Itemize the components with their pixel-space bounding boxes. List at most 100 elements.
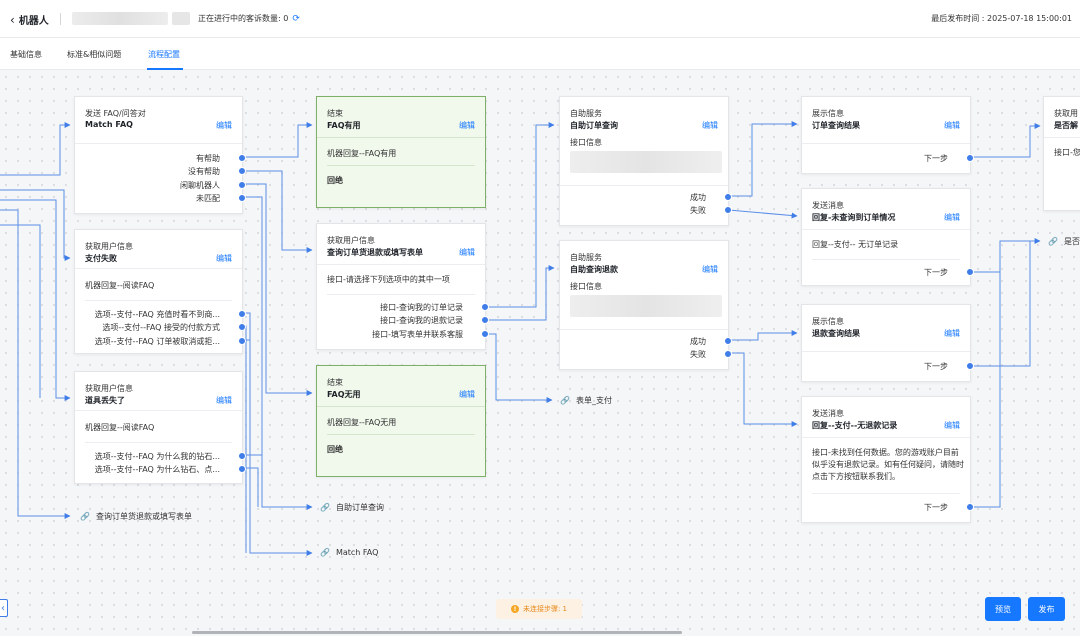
- output-port[interactable]: [724, 206, 732, 214]
- edit-button[interactable]: 编辑: [216, 396, 232, 405]
- output-label: 失败: [690, 350, 706, 359]
- node-body: 机器回复--FAQ无用: [327, 418, 397, 427]
- edit-button[interactable]: 编辑: [702, 121, 718, 130]
- tab-flow-config[interactable]: 流程配置: [148, 50, 180, 59]
- preview-button[interactable]: 预览: [985, 597, 1021, 621]
- tab-basic-info[interactable]: 基础信息: [10, 50, 42, 59]
- node-msg-no-refund[interactable]: 发送消息 回复--支付--无退款记录 编辑 接口-未找到任何数据。您的游戏账户目…: [801, 396, 974, 523]
- output-label: 接口-查询我的退款记录: [380, 316, 463, 325]
- output-port[interactable]: [238, 337, 246, 345]
- refresh-icon[interactable]: ⟳: [292, 13, 300, 24]
- divider: [327, 294, 475, 295]
- node-body: 机器回复--阅读FAQ: [85, 281, 155, 290]
- node-match-faq[interactable]: 发送 FAQ/问答对 Match FAQ 编辑 有帮助 没有帮助 闲聊机器人 未…: [74, 96, 246, 214]
- divider: [812, 493, 960, 494]
- output-port[interactable]: [238, 154, 246, 162]
- edit-button[interactable]: 编辑: [216, 121, 232, 130]
- divider: [317, 137, 485, 138]
- link-query-order-form[interactable]: 🔗查询订单货退款或填写表单: [80, 511, 192, 522]
- output-port[interactable]: [238, 167, 246, 175]
- divider: [802, 437, 970, 438]
- link-icon: 🔗: [320, 548, 330, 557]
- edit-button[interactable]: 编辑: [216, 254, 232, 263]
- unconnected-warning[interactable]: ! 未连接步骤: 1: [496, 599, 582, 619]
- node-type: 获取用户信息: [85, 242, 133, 251]
- output-port[interactable]: [238, 465, 246, 473]
- node-query-order[interactable]: 获取用户信息 查询订单货退款或填写表单 编辑 接口-请选择下列选项中的其中一项 …: [316, 223, 489, 350]
- edit-button[interactable]: 编辑: [944, 213, 960, 222]
- output-label: 失败: [690, 206, 706, 215]
- node-title: 自助订单查询: [570, 121, 618, 130]
- node-body: 接口-请选择下列选项中的其中一项: [327, 275, 450, 284]
- output-port[interactable]: [238, 323, 246, 331]
- output-label: 选项--支付--FAQ 接受的付款方式: [102, 323, 220, 332]
- output-port[interactable]: [724, 350, 732, 358]
- link-match-faq[interactable]: 🔗Match FAQ: [320, 548, 378, 557]
- next-step-label: 下一步: [924, 268, 948, 277]
- edit-button[interactable]: 编辑: [459, 390, 475, 399]
- link-icon: 🔗: [320, 503, 330, 512]
- output-port[interactable]: [724, 193, 732, 201]
- output-label: 未匹配: [196, 194, 220, 203]
- output-port[interactable]: [966, 503, 974, 511]
- link-form-pay[interactable]: 🔗表单_支付: [560, 395, 612, 406]
- top-bar: ‹ 机器人 正在进行中的客诉数量: 0 ⟳ 最后发布时间 : 2025-07-1…: [0, 0, 1080, 38]
- chevron-left-icon: ‹: [10, 12, 15, 27]
- node-self-order-query[interactable]: 自助服务 自助订单查询 编辑 接口信息 成功 失败: [559, 96, 732, 226]
- warning-icon: !: [510, 605, 519, 613]
- edit-button[interactable]: 编辑: [702, 265, 718, 274]
- link-self-order[interactable]: 🔗自助订单查询: [320, 502, 384, 513]
- output-label: 选项--支付--FAQ 为什么钻石、点...: [94, 465, 220, 474]
- back-button[interactable]: ‹ 机器人: [10, 12, 49, 28]
- edit-button[interactable]: 编辑: [944, 121, 960, 130]
- node-show-order-result[interactable]: 展示信息 订单查询结果 编辑 下一步: [801, 96, 974, 174]
- link-partial[interactable]: 🔗是否: [1048, 236, 1080, 247]
- node-body: 机器回复--阅读FAQ: [85, 423, 155, 432]
- output-port[interactable]: [481, 316, 489, 324]
- horizontal-scrollbar[interactable]: [192, 631, 682, 634]
- divider: [75, 410, 242, 411]
- node-pay-fail[interactable]: 获取用户信息 支付失败 编辑 机器回复--阅读FAQ 选项--支付--FAQ 充…: [74, 229, 246, 354]
- node-show-refund-result[interactable]: 展示信息 退款查询结果 编辑 下一步: [801, 304, 974, 382]
- edit-button[interactable]: 编辑: [944, 329, 960, 338]
- divider: [317, 406, 485, 407]
- output-label: 接口-查询我的订单记录: [380, 303, 463, 312]
- output-port[interactable]: [238, 194, 246, 202]
- collapse-panel-button[interactable]: ‹: [0, 599, 8, 617]
- output-port[interactable]: [481, 303, 489, 311]
- output-port[interactable]: [966, 268, 974, 276]
- node-item-lost[interactable]: 获取用户信息 道具丢失了 编辑 机器回复--阅读FAQ 选项--支付--FAQ …: [74, 371, 246, 484]
- divider: [802, 351, 970, 352]
- tab-bar: 基础信息 标准&相似问题 流程配置: [0, 38, 1080, 70]
- output-port[interactable]: [238, 452, 246, 460]
- output-label: 闲聊机器人: [180, 181, 220, 190]
- node-partial-get-info[interactable]: 获取用 是否解 接口-您: [1043, 96, 1080, 211]
- next-step-label: 下一步: [924, 362, 948, 371]
- node-type: 发送消息: [812, 201, 844, 210]
- node-footer: 回绝: [327, 176, 343, 185]
- divider: [60, 13, 61, 25]
- divider: [812, 259, 960, 260]
- node-msg-no-order[interactable]: 发送消息 回复-未查询到订单情况 编辑 回复--支付-- 无订单记录 下一步: [801, 188, 974, 286]
- divider: [327, 165, 475, 166]
- output-port[interactable]: [238, 181, 246, 189]
- edit-button[interactable]: 编辑: [459, 248, 475, 257]
- edit-button[interactable]: 编辑: [459, 121, 475, 130]
- output-port[interactable]: [724, 337, 732, 345]
- divider: [85, 442, 232, 443]
- output-port[interactable]: [238, 310, 246, 318]
- node-title: 退款查询结果: [812, 329, 860, 338]
- divider: [85, 300, 232, 301]
- tab-standard-questions[interactable]: 标准&相似问题: [67, 50, 122, 59]
- node-title: 支付失败: [85, 254, 117, 263]
- node-title: 订单查询结果: [812, 121, 860, 130]
- node-end-faq-useless[interactable]: 结束 FAQ无用 编辑 机器回复--FAQ无用 回绝: [316, 365, 486, 477]
- node-type: 获取用: [1054, 109, 1078, 118]
- node-self-refund-query[interactable]: 自助服务 自助查询退款 编辑 接口信息 成功 失败: [559, 240, 732, 370]
- edit-button[interactable]: 编辑: [944, 421, 960, 430]
- node-end-faq-helpful[interactable]: 结束 FAQ有用 编辑 机器回复--FAQ有用 回绝: [316, 96, 486, 208]
- output-port[interactable]: [966, 362, 974, 370]
- output-port[interactable]: [481, 330, 489, 338]
- publish-button[interactable]: 发布: [1028, 597, 1065, 621]
- output-port[interactable]: [966, 154, 974, 162]
